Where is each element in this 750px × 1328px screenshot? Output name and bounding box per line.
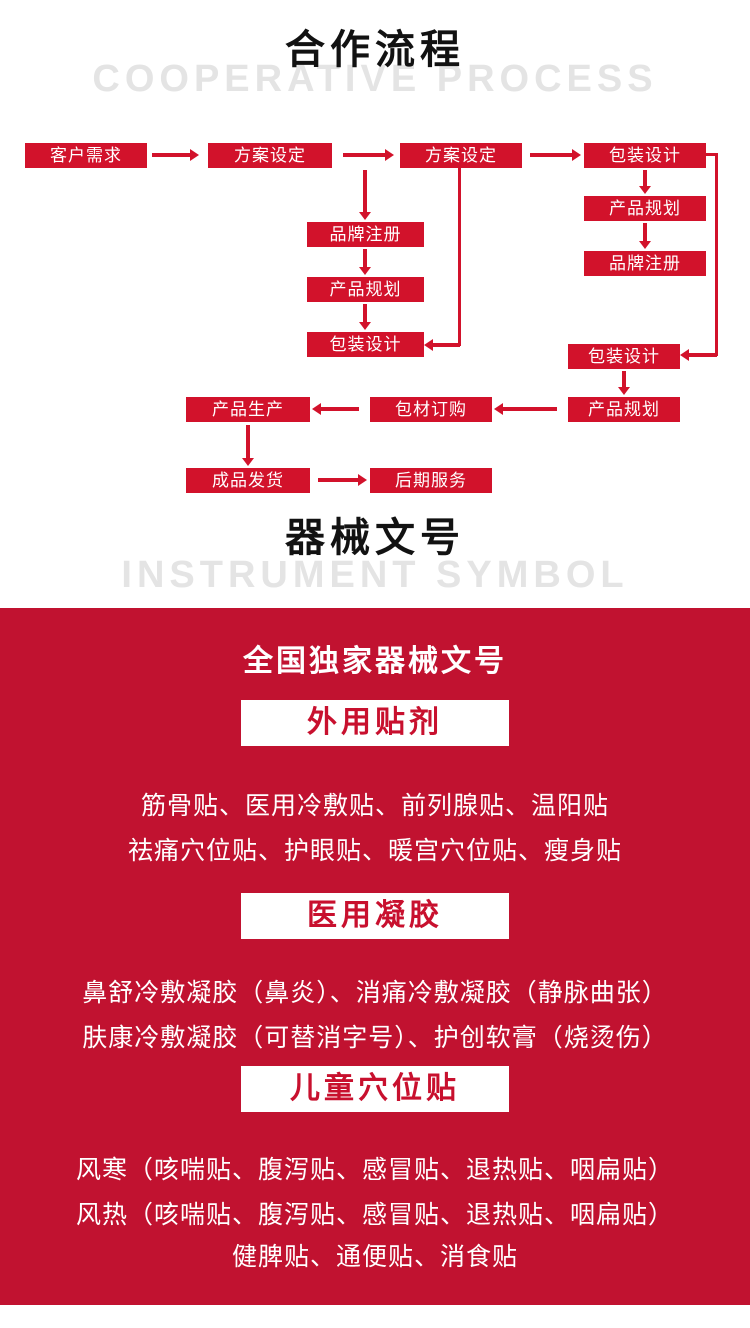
process-title: 合作流程 xyxy=(285,28,465,72)
arrow-design-to-planning-2 xyxy=(639,170,651,194)
flow-box-production: 产品生产 xyxy=(186,397,310,422)
flow-box-package-design-3: 包装设计 xyxy=(568,344,680,369)
connector-right-vertical xyxy=(715,153,718,356)
arrow-shipment-to-service xyxy=(318,474,367,486)
group-label-children-patch: 儿童穴位贴 xyxy=(241,1066,509,1112)
process-watermark: COOPERATIVE PROCESS xyxy=(92,58,658,100)
flow-box-after-service: 后期服务 xyxy=(370,468,492,493)
arrow-planning-to-design-2 xyxy=(359,304,371,330)
flow-box-shipment: 成品发货 xyxy=(186,468,310,493)
connector-design1-out xyxy=(706,153,718,156)
flow-box-package-design-2: 包装设计 xyxy=(307,332,424,357)
arrow-needs-to-plan xyxy=(152,149,199,161)
connector-plan2-into-design2 xyxy=(424,339,460,351)
flow-box-plan-setting-2: 方案设定 xyxy=(400,143,522,168)
arrow-design3-to-planning-3 xyxy=(618,371,630,395)
arrow-planning3-to-order xyxy=(494,403,557,415)
flow-box-package-design-1: 包装设计 xyxy=(584,143,706,168)
flow-box-plan-setting-1: 方案设定 xyxy=(208,143,332,168)
arrow-plan2-to-design xyxy=(530,149,581,161)
instrument-title: 器械文号 xyxy=(285,516,465,560)
group-label-external-patch: 外用贴剂 xyxy=(241,700,509,746)
arrow-down-to-brand-reg-1 xyxy=(359,170,371,220)
arrow-production-to-shipment xyxy=(242,425,254,466)
group-line: 风热（咳喘贴、腹泻贴、感冒贴、退热贴、咽扁贴） xyxy=(75,1201,674,1229)
group-line: 鼻舒冷敷凝胶（鼻炎）、消痛冷敷凝胶（静脉曲张） xyxy=(82,979,668,1007)
flow-box-product-planning-1: 产品规划 xyxy=(307,277,424,302)
flow-box-customer-needs: 客户需求 xyxy=(25,143,147,168)
group-line: 筋骨贴、医用冷敷贴、前列腺贴、温阳贴 xyxy=(140,792,609,820)
connector-plan2-vertical xyxy=(458,168,461,346)
flow-box-brand-registration-2: 品牌注册 xyxy=(584,251,706,276)
arrow-planning-to-brand-2 xyxy=(639,223,651,249)
group-line: 健脾贴、通便贴、消食贴 xyxy=(231,1243,518,1271)
flow-box-brand-registration-1: 品牌注册 xyxy=(307,222,424,247)
group-label-medical-gel: 医用凝胶 xyxy=(241,893,509,939)
arrow-order-to-production xyxy=(312,403,359,415)
instrument-watermark: INSTRUMENT SYMBOL xyxy=(121,554,629,596)
instrument-section: 全国独家器械文号 外用贴剂 筋骨贴、医用冷敷贴、前列腺贴、温阳贴 祛痛穴位贴、护… xyxy=(0,608,750,1305)
flow-box-product-planning-3: 产品规划 xyxy=(568,397,680,422)
instrument-heading: 全国独家器械文号 xyxy=(243,645,507,678)
flow-box-material-order: 包材订购 xyxy=(370,397,492,422)
group-line: 祛痛穴位贴、护眼贴、暖宫穴位贴、瘦身贴 xyxy=(127,837,622,865)
group-line: 肤康冷敷凝胶（可替消字号）、护创软膏（烧烫伤） xyxy=(82,1024,668,1052)
arrow-brand-to-planning-1 xyxy=(359,249,371,275)
arrow-plan1-to-plan2 xyxy=(343,149,394,161)
flow-box-product-planning-2: 产品规划 xyxy=(584,196,706,221)
group-line: 风寒（咳喘贴、腹泻贴、感冒贴、退热贴、咽扁贴） xyxy=(75,1156,674,1184)
connector-into-design3 xyxy=(680,349,717,361)
